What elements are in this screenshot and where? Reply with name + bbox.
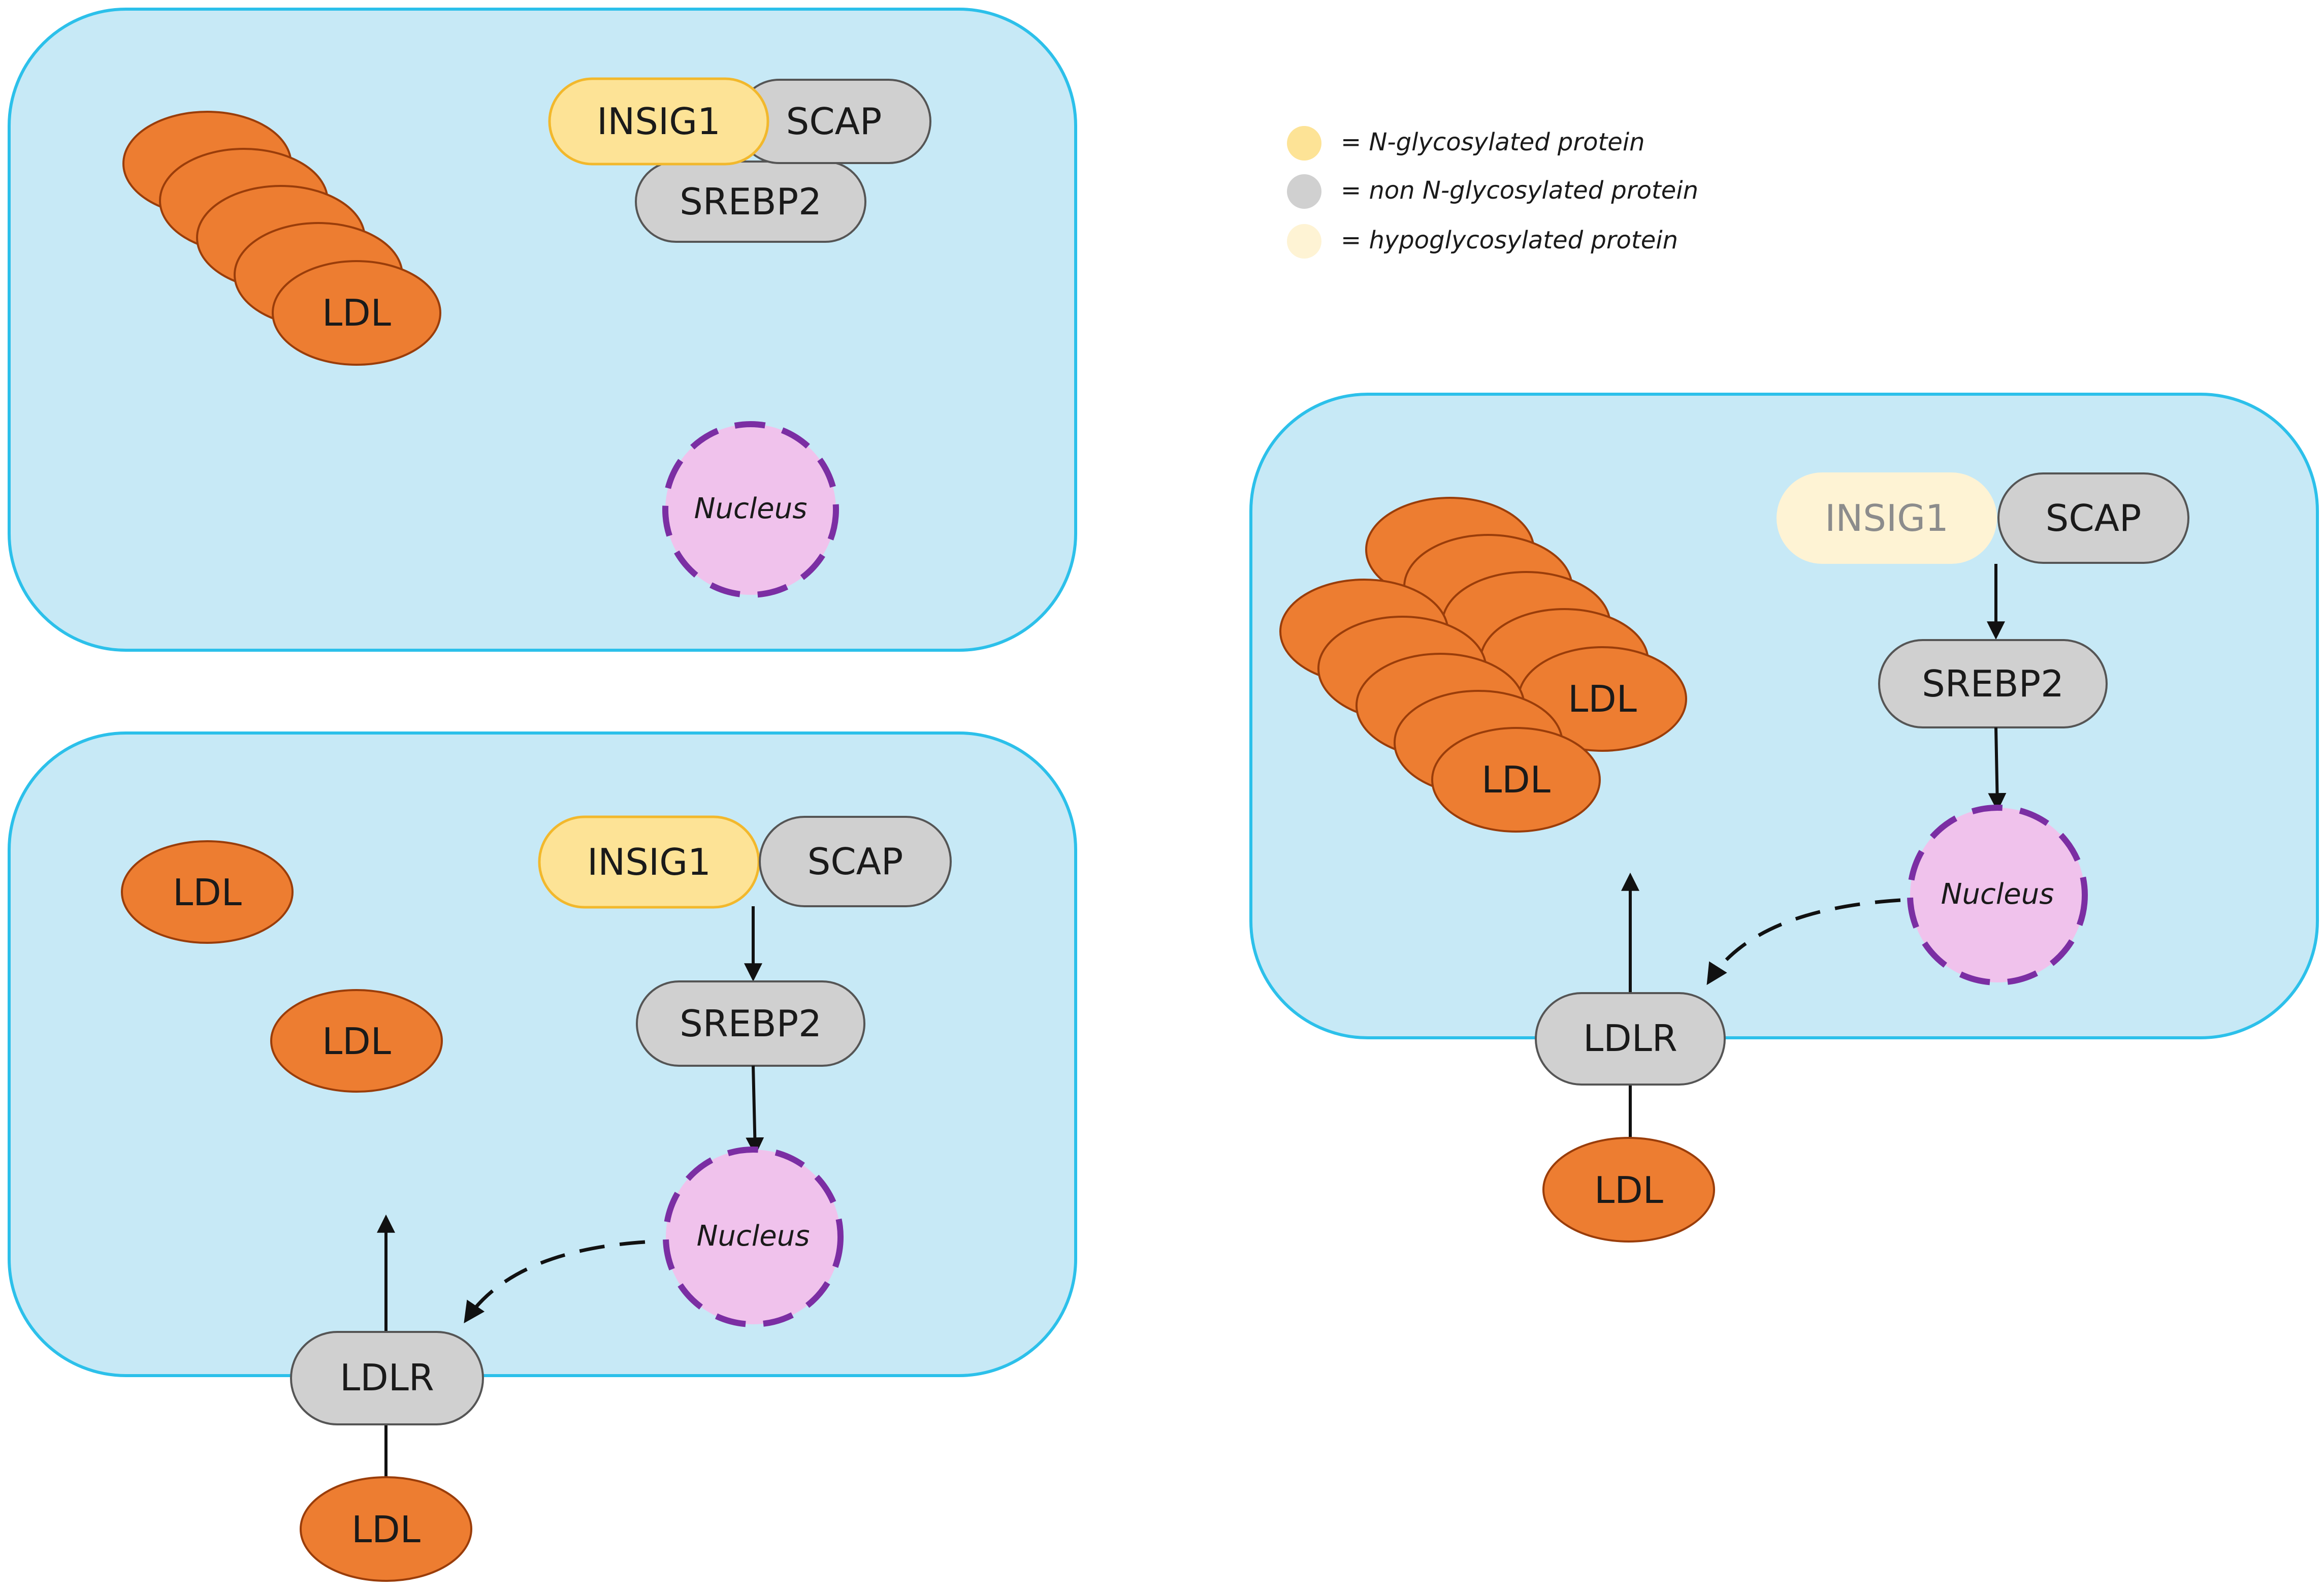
- ldl-particle: [121, 840, 294, 944]
- cell-top-left: LDL SREBP2 SCAP INSIG1 Nucleus: [8, 8, 1077, 652]
- arrow-srebp2-to-nucleus: [1988, 727, 2007, 812]
- ldl-label: LDL: [322, 1020, 391, 1063]
- nucleus: [662, 421, 839, 598]
- legend-swatch-hypoglycosylated: [1287, 224, 1321, 259]
- ldl-stack: LDL: [122, 111, 441, 366]
- ldlr-label: LDLR: [1583, 1017, 1677, 1060]
- insig1-protein-hypoglycosylated: [1777, 472, 1997, 564]
- ldl-particle: [1431, 727, 1601, 833]
- arrow-srebp2-to-nucleus: [746, 1065, 764, 1156]
- scap-protein: [1997, 472, 2189, 564]
- ldl-label: LDL: [1568, 678, 1637, 720]
- ldl-particle: [270, 989, 443, 1093]
- insig1-protein: [538, 815, 760, 909]
- legend-label-glycosylated: = N-glycosylated protein: [1341, 128, 1645, 156]
- cell-right: LDL LDL SCAP INSIG1 SREBP2 Nucleus LDLR …: [1249, 393, 2319, 1243]
- dashed-arrow-nucleus-to-ldlr: [464, 1240, 645, 1323]
- srebp2-label: SREBP2: [680, 180, 822, 223]
- ldl-particle: [272, 260, 441, 366]
- scap-label: SCAP: [2046, 497, 2142, 539]
- nucleus-label: Nucleus: [1941, 878, 2054, 911]
- ldl-stack: LDL LDL: [1279, 497, 1687, 833]
- scap-label: SCAP: [808, 840, 903, 883]
- ldlr-receptor: [290, 1331, 484, 1425]
- ldl-particle-bound: [300, 1476, 472, 1582]
- srebp2-label: SREBP2: [680, 1002, 822, 1045]
- insig1-label: INSIG1: [587, 841, 711, 883]
- legend-swatch-glycosylated: [1287, 126, 1321, 161]
- srebp2-protein: [636, 980, 865, 1067]
- dashed-arrow-nucleus-to-ldlr: [1706, 898, 1901, 985]
- nucleus: [1907, 805, 2088, 985]
- nucleus-label: Nucleus: [697, 1220, 810, 1253]
- legend-swatch-non-glycosylated: [1287, 174, 1321, 209]
- ldl-label: LDL: [351, 1508, 421, 1551]
- cell-bottom-left: LDL LDL INSIG1 SCAP SREBP2 Nucleus LDLR …: [8, 731, 1077, 1582]
- ldl-label: LDL: [173, 871, 242, 914]
- ldlr-receptor: [1535, 992, 1726, 1086]
- legend-label-hypoglycosylated: = hypoglycosylated protein: [1341, 226, 1678, 254]
- insig1-label: INSIG1: [1825, 497, 1949, 539]
- srebp2-protein: [635, 161, 866, 243]
- scap-label: SCAP: [786, 100, 882, 143]
- srebp2-protein: [1878, 639, 2108, 728]
- legend-label-non-glycosylated: = non N-glycosylated protein: [1341, 176, 1698, 205]
- ldl-label: LDL: [1594, 1169, 1663, 1212]
- nucleus: [663, 1147, 844, 1327]
- insig1-protein: [548, 77, 769, 166]
- ldlr-label: LDLR: [340, 1356, 434, 1399]
- scap-protein: [759, 816, 952, 907]
- ldl-label: LDL: [1481, 758, 1551, 801]
- ldl-particle-bound: [1542, 1137, 1715, 1243]
- legend: = N-glycosylated protein = non N-glycosy…: [1287, 126, 1698, 259]
- insig1-label: INSIG1: [597, 100, 721, 143]
- srebp2-label: SREBP2: [1922, 662, 2064, 705]
- ldl-label: LDL: [322, 292, 391, 334]
- nucleus-label: Nucleus: [694, 492, 808, 525]
